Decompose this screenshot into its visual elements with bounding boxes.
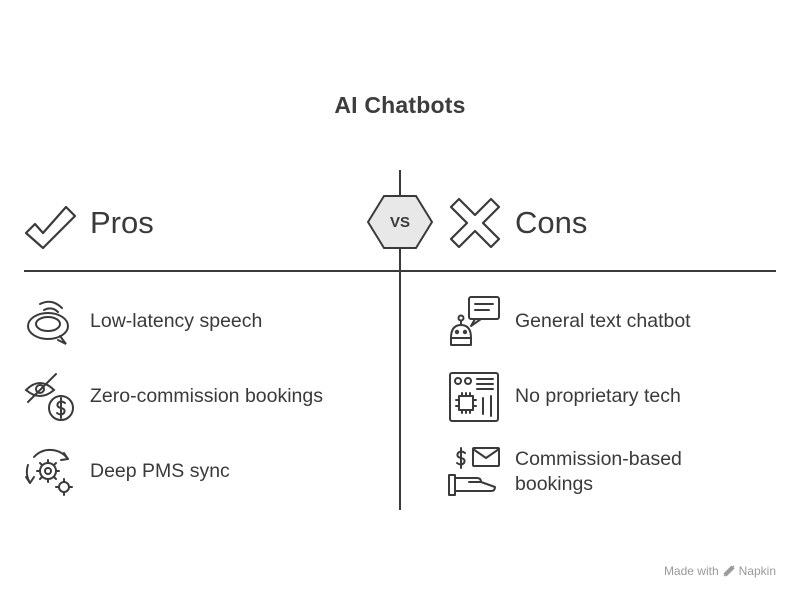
no-fee-dollar-icon bbox=[24, 373, 74, 421]
napkin-watermark: Made with Napkin bbox=[664, 564, 776, 578]
sync-gears-icon bbox=[25, 448, 73, 496]
pros-heading: Pros bbox=[90, 205, 154, 240]
cons-item-label: Commission-based bookings bbox=[515, 448, 682, 495]
pros-item-label: Zero-commission bookings bbox=[90, 385, 324, 407]
diagram-title: AI Chatbots bbox=[334, 92, 466, 118]
pros-item-label: Deep PMS sync bbox=[90, 460, 230, 482]
checkmark-icon bbox=[24, 205, 77, 250]
vs-badge-icon bbox=[366, 195, 434, 249]
robot-chat-icon bbox=[450, 296, 500, 346]
cross-icon bbox=[449, 197, 501, 249]
brand-text: Napkin bbox=[738, 564, 776, 578]
pros-item-label: Low-latency speech bbox=[90, 310, 263, 332]
napkin-logo-icon bbox=[723, 565, 735, 577]
vertical-divider bbox=[399, 170, 401, 510]
cons-item-label: General text chatbot bbox=[515, 310, 691, 332]
vs-label: VS bbox=[389, 213, 410, 231]
circuit-chip-icon bbox=[449, 372, 499, 422]
dollar-envelope-hand-icon bbox=[448, 447, 500, 496]
speech-bubble-icon bbox=[27, 300, 69, 345]
horizontal-divider bbox=[24, 270, 776, 272]
cons-item-label: No proprietary tech bbox=[515, 385, 681, 407]
made-with-text: Made with bbox=[663, 564, 719, 578]
cons-heading: Cons bbox=[515, 205, 588, 240]
